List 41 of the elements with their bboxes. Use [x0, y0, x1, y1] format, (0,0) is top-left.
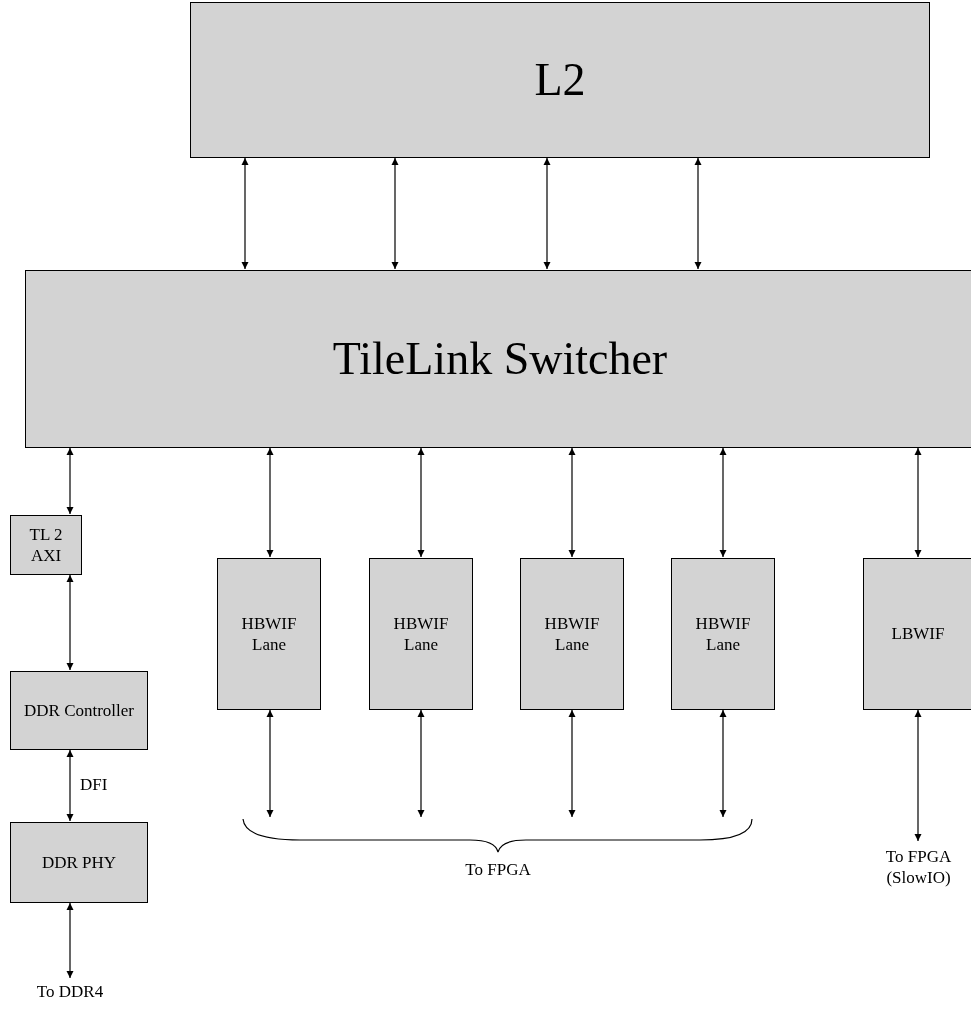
block-label: DDR PHY [41, 851, 117, 874]
arrow [266, 447, 274, 558]
arrow [694, 157, 702, 270]
endpoint-text: To DDR4 [36, 981, 104, 1003]
arrow [417, 447, 425, 558]
block-box [671, 558, 775, 710]
arrow [66, 902, 74, 979]
block-label: DDR Controller [24, 699, 134, 722]
arrow [568, 447, 576, 558]
block-box [10, 822, 148, 903]
endpoint-text: To FPGA (SlowIO) [884, 845, 953, 889]
block-label: HBWIF Lane [392, 612, 450, 656]
arrow [66, 574, 74, 671]
arrow [568, 709, 576, 818]
arrow [719, 709, 727, 818]
arrow [266, 709, 274, 818]
arrow [719, 447, 727, 558]
block-box [369, 558, 473, 710]
block-label: HBWIF Lane [240, 612, 298, 656]
block-box [520, 558, 624, 710]
block-label: TL 2 AXI [28, 523, 64, 567]
arrow [241, 157, 249, 270]
block-label: L2 [534, 53, 586, 108]
block-box [217, 558, 321, 710]
block-box [10, 515, 82, 575]
arrow [66, 749, 74, 822]
arrow [391, 157, 399, 270]
arrow [914, 447, 922, 558]
block-box [10, 671, 148, 750]
block-box [190, 2, 930, 158]
block-label: HBWIF Lane [543, 612, 601, 656]
block-box [863, 558, 971, 710]
arrow [914, 709, 922, 842]
arrow [66, 447, 74, 515]
endpoint-text: To FPGA [465, 858, 531, 880]
arrow [417, 709, 425, 818]
block-label: TileLink Switcher [332, 332, 668, 387]
block-box [25, 270, 971, 448]
block-label: HBWIF Lane [694, 612, 752, 656]
arrow [543, 157, 551, 270]
block-label: LBWIF [891, 623, 945, 645]
